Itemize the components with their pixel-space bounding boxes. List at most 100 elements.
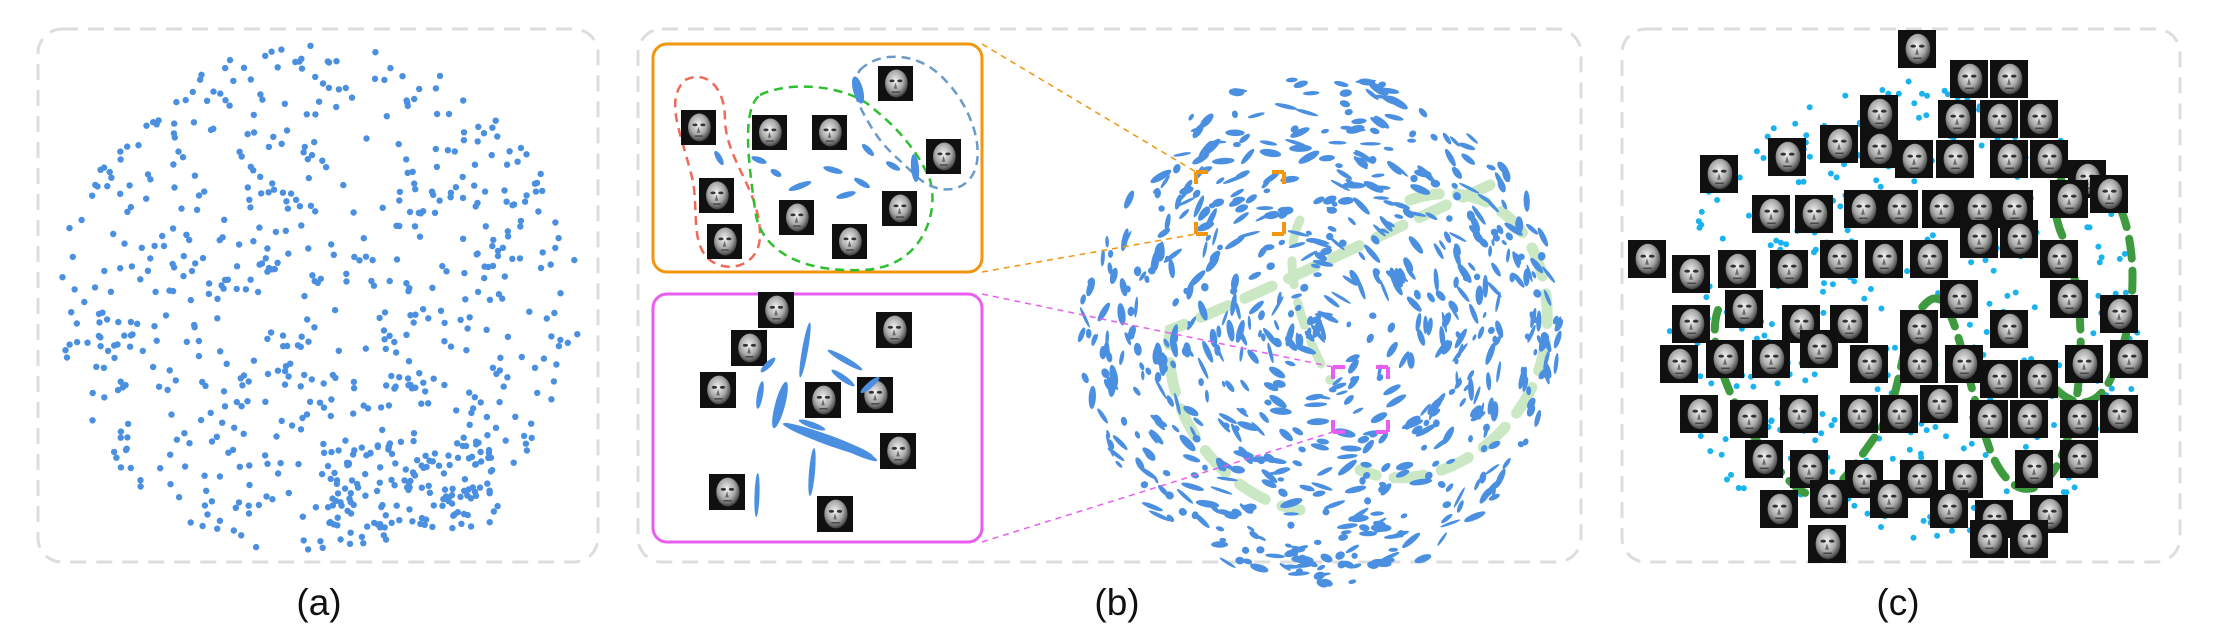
caption-c: (c) bbox=[1876, 582, 1920, 623]
scatter-point bbox=[1833, 174, 1840, 181]
scatter-point bbox=[411, 180, 418, 187]
embedding-ellipse bbox=[1337, 197, 1354, 205]
scatter-point bbox=[396, 517, 403, 524]
embedding-ellipse bbox=[1395, 469, 1410, 478]
scatter-point bbox=[457, 316, 464, 324]
scatter-point bbox=[540, 355, 548, 362]
scatter-point bbox=[205, 280, 213, 287]
scatter-point bbox=[299, 414, 306, 422]
scatter-point bbox=[324, 462, 332, 470]
scatter-point bbox=[449, 485, 456, 492]
scatter-point bbox=[216, 473, 224, 480]
embedding-ellipse bbox=[1491, 262, 1501, 277]
embedding-ellipse bbox=[1359, 524, 1370, 532]
scatter-point bbox=[117, 428, 125, 435]
embedding-ellipse bbox=[1342, 275, 1358, 286]
embedding-ellipse bbox=[1248, 271, 1262, 280]
scatter-point bbox=[95, 332, 103, 340]
embedding-ellipse bbox=[1365, 88, 1379, 100]
embedding-ellipse bbox=[1103, 378, 1116, 394]
scatter-point bbox=[553, 361, 560, 368]
scatter-point bbox=[255, 501, 263, 509]
scatter-point bbox=[138, 244, 145, 251]
embedding-ellipse bbox=[1328, 387, 1337, 393]
embedding-ellipse bbox=[1390, 162, 1409, 177]
scatter-point bbox=[441, 381, 448, 389]
scatter-point bbox=[246, 196, 253, 203]
scatter-point bbox=[1697, 433, 1704, 439]
scatter-point bbox=[458, 520, 465, 527]
scatter-point bbox=[539, 187, 546, 195]
scatter-point bbox=[171, 184, 178, 191]
face-thumbnail-icon bbox=[1820, 125, 1858, 163]
embedding-ellipse bbox=[1077, 327, 1086, 343]
scatter-point bbox=[150, 119, 157, 126]
scatter-point bbox=[224, 276, 232, 283]
embedding-ellipse bbox=[1414, 169, 1432, 178]
scatter-point bbox=[341, 485, 349, 492]
scatter-point bbox=[471, 182, 478, 189]
scatter-point bbox=[534, 389, 541, 397]
scatter-point bbox=[459, 194, 467, 202]
embedding-ellipse bbox=[1304, 402, 1327, 408]
embedding-ellipse bbox=[1369, 127, 1380, 135]
caption-b: (b) bbox=[1094, 582, 1140, 623]
scatter-point bbox=[201, 188, 208, 195]
scatter-point bbox=[509, 255, 516, 262]
embedding-ellipse bbox=[1102, 339, 1109, 358]
scatter-point bbox=[205, 290, 213, 298]
scatter-point bbox=[555, 342, 563, 350]
scatter-point bbox=[170, 161, 177, 168]
embedding-ellipse bbox=[1261, 479, 1277, 489]
scatter-point bbox=[334, 522, 341, 529]
scatter-point bbox=[300, 537, 307, 544]
embedding-ellipse bbox=[1287, 230, 1309, 237]
face-thumbnail-icon bbox=[1700, 155, 1738, 193]
embedding-ellipse bbox=[1295, 568, 1303, 575]
scatter-point bbox=[270, 133, 277, 140]
embedding-ellipse bbox=[1100, 249, 1105, 267]
scatter-point bbox=[420, 464, 427, 471]
face-thumbnail-icon bbox=[2090, 175, 2128, 213]
embedding-ellipse bbox=[1298, 150, 1320, 164]
face-thumbnail-icon bbox=[878, 66, 913, 101]
embedding-ellipse bbox=[1495, 291, 1501, 312]
embedding-ellipse bbox=[1372, 224, 1386, 237]
scatter-point bbox=[195, 192, 203, 199]
embedding-ellipse bbox=[1209, 250, 1221, 262]
embedding-ellipse bbox=[1533, 289, 1542, 298]
scatter-point bbox=[492, 117, 499, 124]
embedding-ellipse bbox=[1258, 310, 1265, 321]
scatter-point bbox=[454, 454, 462, 461]
scatter-point bbox=[147, 176, 154, 183]
embedding-ellipse bbox=[1279, 563, 1291, 571]
scatter-point bbox=[457, 493, 464, 500]
scatter-point bbox=[305, 245, 312, 252]
embedding-ellipse bbox=[1154, 377, 1167, 399]
scatter-point bbox=[386, 332, 393, 339]
scatter-point bbox=[208, 498, 216, 505]
scatter-point bbox=[436, 197, 443, 204]
scatter-point bbox=[307, 202, 315, 209]
embedding-ellipse bbox=[1226, 319, 1235, 342]
scatter-point bbox=[391, 482, 398, 489]
scatter-point bbox=[368, 277, 375, 285]
embedding-ellipse bbox=[1404, 210, 1427, 217]
scatter-point bbox=[346, 540, 354, 547]
scatter-point bbox=[328, 396, 335, 403]
embedding-ellipse bbox=[1378, 432, 1388, 444]
face-thumbnail-icon bbox=[1922, 190, 1960, 228]
scatter-point bbox=[247, 276, 254, 283]
embedding-ellipse bbox=[1553, 353, 1559, 375]
embedding-ellipse bbox=[1107, 262, 1113, 275]
scatter-point bbox=[374, 442, 381, 449]
embedding-ellipse bbox=[1292, 427, 1304, 436]
scatter-point bbox=[1837, 203, 1844, 210]
scatter-point bbox=[73, 338, 81, 346]
face-thumbnail-icon bbox=[1870, 480, 1908, 518]
scatter-point bbox=[217, 348, 224, 355]
scatter-point bbox=[517, 217, 525, 225]
scatter-point bbox=[1806, 153, 1813, 160]
scatter-point bbox=[262, 255, 269, 262]
scatter-point bbox=[484, 480, 491, 487]
